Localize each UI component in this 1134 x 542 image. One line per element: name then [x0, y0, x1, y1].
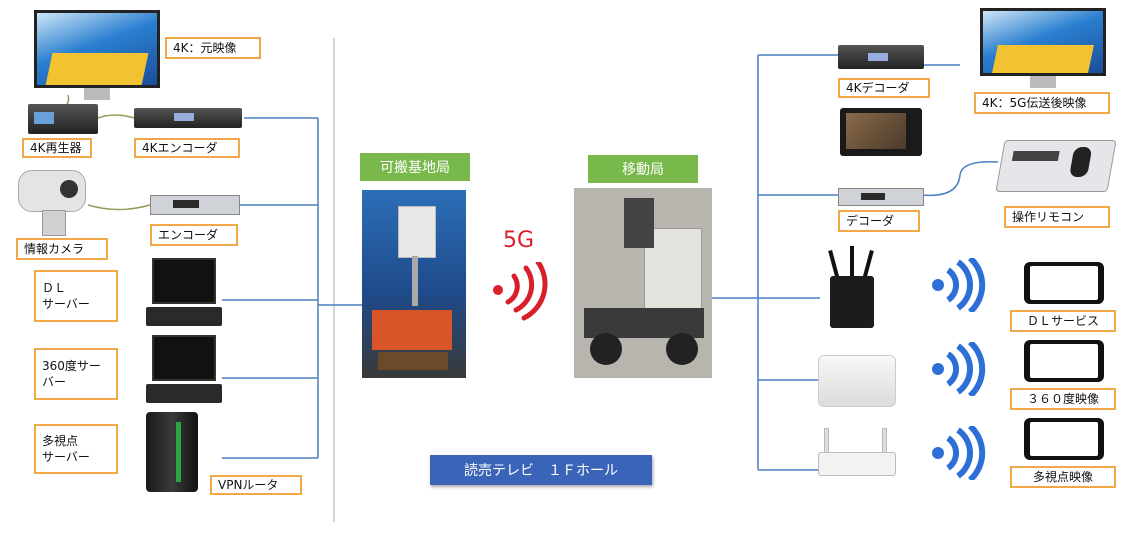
label-dl-server: ＤＬ サーバー: [34, 270, 118, 322]
router-icon: [828, 246, 878, 330]
encoder-icon: [150, 195, 240, 215]
wifi-icon: [932, 426, 986, 480]
label-encoder-4k: 4Kエンコーダ: [134, 138, 240, 158]
base-station-photo: [362, 190, 466, 378]
label-360-video: ３６０度映像: [1010, 388, 1116, 410]
decoder-icon: [838, 188, 924, 206]
label-multi-view-video: 多視点映像: [1010, 466, 1116, 488]
label-decoder: デコーダ: [838, 210, 920, 232]
mobile-station-photo: [574, 188, 712, 378]
monitor-icon: [840, 108, 922, 156]
mobile-station-title: 移動局: [588, 155, 698, 183]
camera-icon: [18, 168, 88, 236]
signal-icon: [493, 262, 548, 321]
label-after-5g-4k: 4K：5G伝送後映像: [974, 92, 1110, 114]
laptop-icon: [146, 258, 222, 326]
smartphone-icon: [1024, 340, 1104, 382]
player-icon: [28, 104, 98, 134]
smartphone-icon: [1024, 418, 1104, 460]
label-info-camera: 情報カメラ: [16, 238, 108, 260]
label-multi-view-server: 多視点 サーバー: [34, 424, 118, 474]
label-remote-control: 操作リモコン: [1004, 206, 1110, 228]
label-encoder: エンコーダ: [150, 224, 238, 246]
label-player-4k: 4K再生器: [22, 138, 92, 158]
base-station-title: 可搬基地局: [360, 153, 470, 181]
access-point-icon: [818, 355, 896, 407]
left-bus: [222, 117, 362, 459]
label-dl-service: ＤＬサービス: [1010, 310, 1116, 332]
label-original-4k: 4K：元映像: [165, 37, 261, 59]
smartphone-icon: [1024, 262, 1104, 304]
tv-icon: [980, 8, 1106, 88]
remote-icon: [995, 140, 1117, 192]
link-5g-label: 5G: [503, 228, 535, 253]
wifi-icon: [932, 258, 986, 312]
encoder-icon: [134, 108, 242, 128]
label-decoder-4k: 4Kデコーダ: [838, 78, 930, 98]
router-icon: [818, 428, 896, 476]
venue-label: 読売テレビ １Ｆホール: [430, 455, 652, 485]
tv-icon: [34, 10, 160, 100]
server-tower-icon: [146, 412, 198, 492]
wifi-icon: [932, 342, 986, 396]
label-vpn-router: VPNルータ: [210, 475, 302, 495]
laptop-icon: [146, 335, 222, 403]
decoder-icon: [838, 45, 924, 69]
label-360-server: 360度サー バー: [34, 348, 118, 400]
